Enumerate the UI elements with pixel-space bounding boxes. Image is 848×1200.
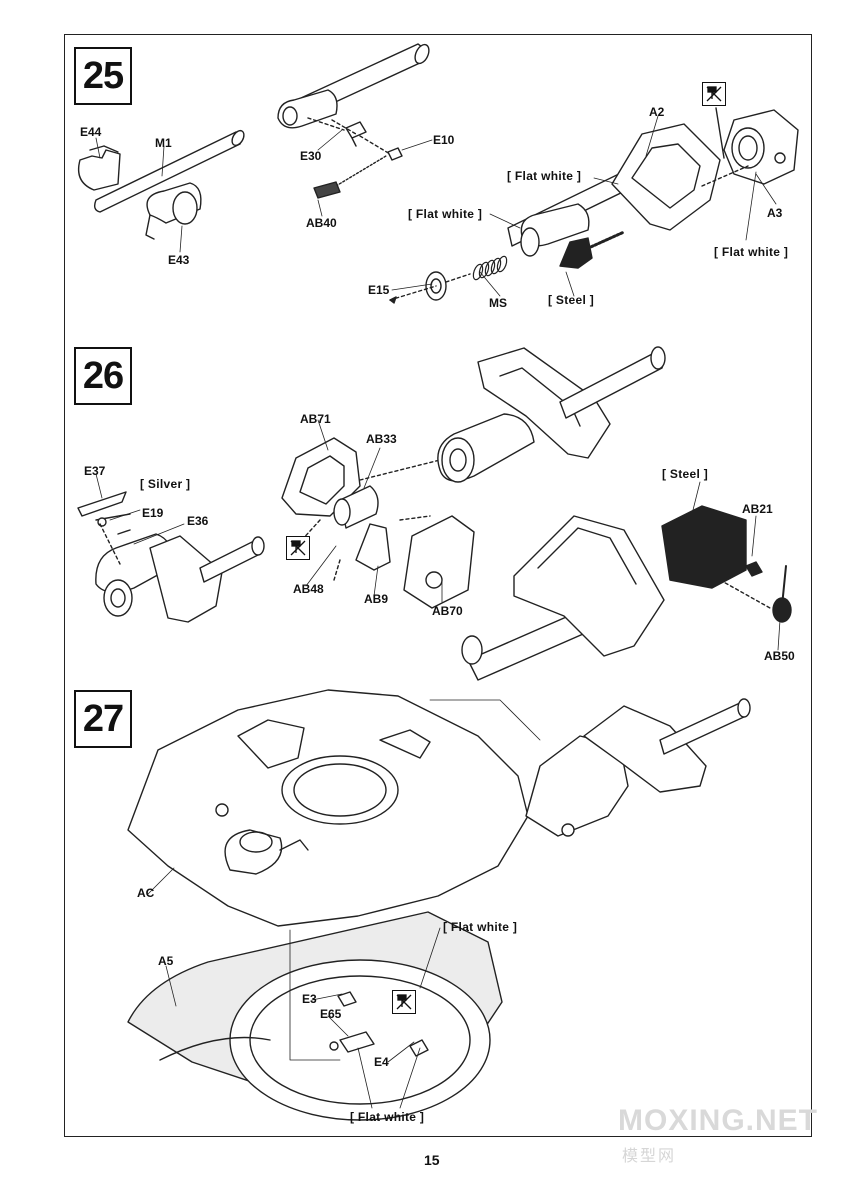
step-number: 27 [82,697,124,740]
no-glue-icon [392,990,416,1014]
part-label: A2 [649,105,665,119]
part-label: A3 [767,206,783,220]
paint-note: [ Steel ] [548,293,595,307]
part-label: AB40 [306,216,337,230]
paint-note: [ Flat white ] [408,207,483,221]
part-label: MS [489,296,507,310]
part-label: AB71 [300,412,331,426]
part-label: E37 [84,464,106,478]
part-label: M1 [155,136,172,150]
step-number: 26 [82,354,124,397]
part-label: AC [137,886,155,900]
part-label: E44 [80,125,102,139]
part-label: E36 [187,514,209,528]
part-label: E3 [302,992,317,1006]
part-label: AB33 [366,432,397,446]
paint-note: [ Steel ] [662,467,709,481]
step-number-box: 26 [74,347,132,405]
leader-lines [95,115,781,1109]
paint-note: [ Flat white ] [350,1110,425,1124]
part-label: AB48 [293,582,324,596]
step-number-box: 25 [74,47,132,105]
paint-note: [ Flat white ] [714,245,789,259]
part-label: E10 [433,133,455,147]
watermark-chinese: 模型网 [622,1146,677,1165]
paint-note: [ Silver ] [140,477,191,491]
paint-note: [ Flat white ] [443,920,518,934]
part-label: E30 [300,149,322,163]
step25-breech-assembly [77,43,799,304]
part-label: E15 [368,283,390,297]
part-label: E4 [374,1055,389,1069]
step-number: 25 [82,54,124,97]
part-label: AB50 [764,649,795,663]
part-label: AB21 [742,502,773,516]
instruction-frame [64,34,812,1137]
no-glue-icon [702,82,726,106]
part-label: A5 [158,954,174,968]
no-glue-icon [286,536,310,560]
watermark-latin: MOXING.NET [618,1104,819,1137]
paint-note: [ Flat white ] [507,169,582,183]
part-label: E65 [320,1007,342,1021]
step26-breech-assembly [77,346,792,681]
part-label: E19 [142,506,164,520]
step-number-box: 27 [74,690,132,748]
part-label: AB70 [432,604,463,618]
part-label: E43 [168,253,190,267]
page-number: 15 [424,1152,440,1168]
step27-turret-assembly [127,689,751,1121]
part-label: AB9 [364,592,389,606]
